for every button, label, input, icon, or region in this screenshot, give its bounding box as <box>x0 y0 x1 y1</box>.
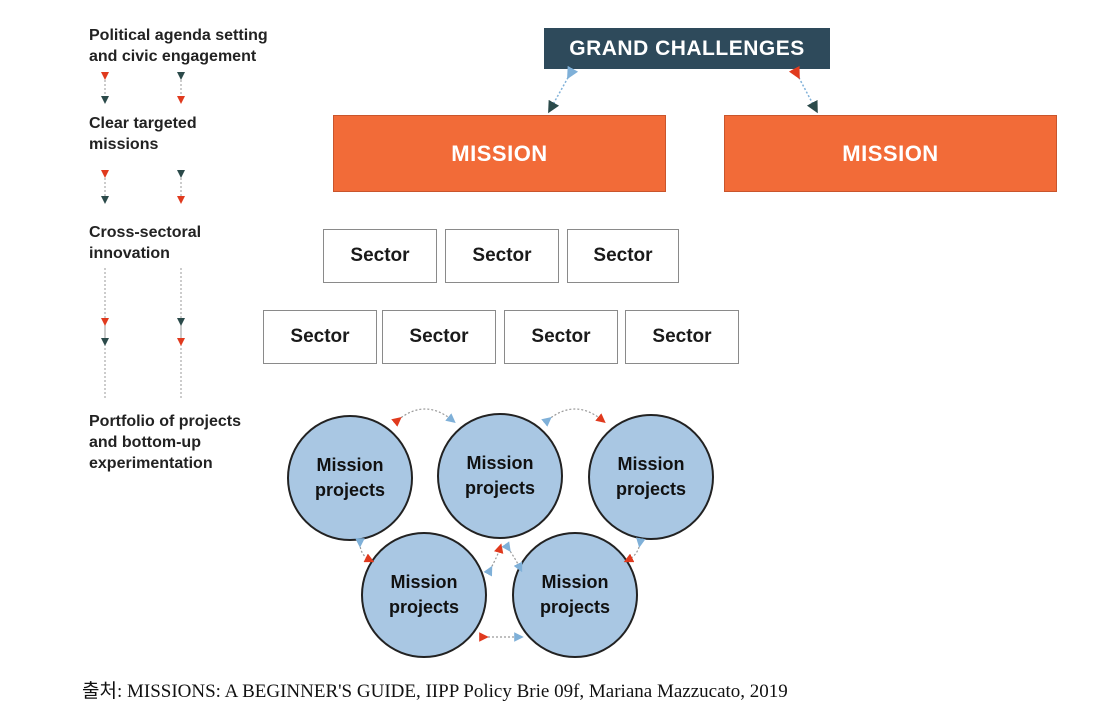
sector-box: Sector <box>625 310 739 364</box>
left-column-arrows <box>101 72 185 400</box>
sector-box: Sector <box>567 229 679 283</box>
mission-box-left: MISSION <box>333 115 666 192</box>
source-caption: 출처: MISSIONS: A BEGINNER'S GUIDE, IIPP P… <box>82 681 788 702</box>
level-label-portfolio: Portfolio of projects and bottom-up expe… <box>89 413 241 472</box>
sector-box: Sector <box>263 310 377 364</box>
grand-challenges-box: GRAND CHALLENGES <box>544 28 830 69</box>
mission-projects-circle: Mission projects <box>512 532 638 658</box>
mission-box-right: MISSION <box>724 115 1057 192</box>
arrow-grand-to-mission-left <box>548 65 579 114</box>
level-label-agenda: Political agenda setting and civic engag… <box>89 27 268 65</box>
sector-box: Sector <box>504 310 618 364</box>
mission-projects-circle: Mission projects <box>287 415 413 541</box>
level-label-cross-sectoral: Cross-sectoral innovation <box>89 224 202 262</box>
arrow-grand-to-mission-right <box>788 65 818 114</box>
sector-box: Sector <box>323 229 437 283</box>
level-label-missions: Clear targeted missions <box>89 115 197 153</box>
mission-projects-circle: Mission projects <box>361 532 487 658</box>
mission-projects-circle: Mission projects <box>437 413 563 539</box>
sector-box: Sector <box>445 229 559 283</box>
mission-projects-circle: Mission projects <box>588 414 714 540</box>
sector-box: Sector <box>382 310 496 364</box>
